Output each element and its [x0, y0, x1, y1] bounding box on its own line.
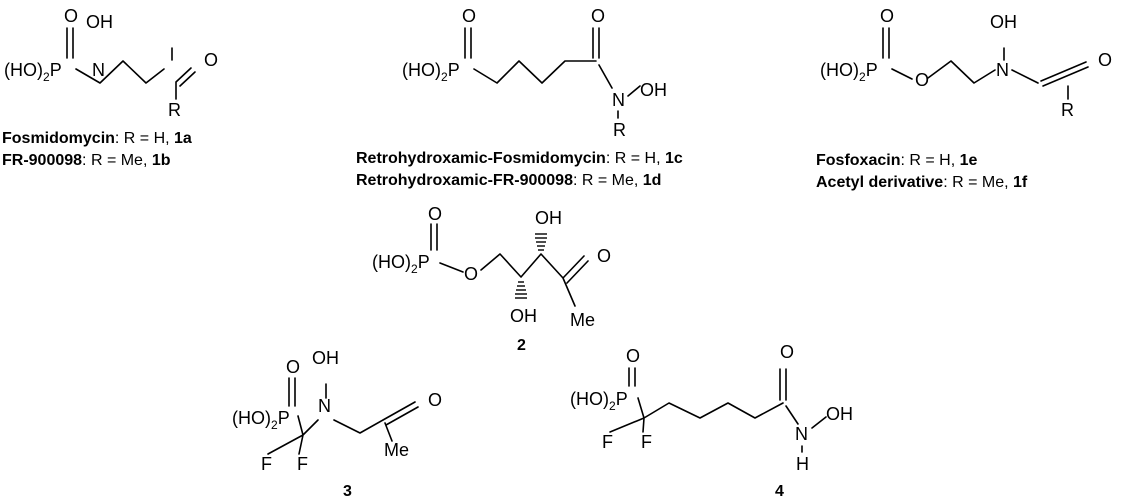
- bond-lines: [609, 367, 827, 453]
- ho-group: (HO)2P: [820, 60, 878, 84]
- carbonyl-oxygen: O: [204, 50, 218, 70]
- carbonyl-oxygen: O: [1098, 50, 1112, 70]
- carbonyl-oxygen: O: [780, 342, 794, 362]
- structure-2: (HO)2P O O OH O OH Me 2: [372, 204, 611, 354]
- methyl-group: Me: [384, 440, 409, 460]
- carbonyl-oxygen: O: [591, 6, 605, 26]
- bond-lines: [267, 377, 419, 455]
- structure-1a-1b: (HO)2P O OH N O R Fosmidomycin: R = H, 1…: [2, 6, 218, 169]
- n-hydroxy: OH: [990, 12, 1017, 32]
- r-group: R: [1061, 100, 1074, 120]
- fluorine-2: F: [641, 432, 652, 452]
- bond-lines: [882, 27, 1089, 100]
- nitrogen: N: [795, 424, 808, 444]
- caption-1e: Fosfoxacin: R = H, 1e: [816, 152, 977, 169]
- bond-lines: [430, 223, 589, 307]
- ho-group: (HO)2P: [402, 60, 460, 84]
- stereo-hash-bonds: [515, 233, 547, 299]
- caption-1d: Retrohydroxamic-FR-900098: R = Me, 1d: [356, 172, 661, 189]
- compound-number-3: 3: [343, 483, 352, 500]
- methyl-group: Me: [570, 310, 595, 330]
- amide-hydrogen: H: [796, 454, 809, 474]
- caption-1c: Retrohydroxamic-Fosmidomycin: R = H, 1c: [356, 150, 683, 167]
- ester-oxygen: O: [464, 264, 478, 284]
- ester-oxygen: O: [915, 70, 929, 90]
- oxo-oxygen: O: [880, 6, 894, 26]
- r-group: R: [613, 120, 626, 140]
- ho-group: (HO)2P: [570, 389, 628, 413]
- nitrogen: N: [612, 90, 625, 110]
- compound-number-2: 2: [517, 337, 526, 354]
- fluorine-1: F: [261, 454, 272, 474]
- oxo-oxygen: O: [428, 204, 442, 224]
- nitrogen: N: [92, 60, 105, 80]
- bond-lines: [464, 27, 641, 119]
- caption-1b: FR-900098: R = Me, 1b: [2, 152, 171, 169]
- structure-1c-1d: (HO)2P O O N OH R Retrohydroxamic-Fosmid…: [356, 6, 683, 189]
- ho-group: (HO)2P: [372, 252, 430, 276]
- caption-1f: Acetyl derivative: R = Me, 1f: [816, 174, 1028, 191]
- structure-4: (HO)2P O O N OH H F F 4: [570, 342, 853, 500]
- structure-3: (HO)2P O OH N O Me F F 3: [232, 348, 442, 500]
- n-hydroxy: OH: [640, 80, 667, 100]
- r-group: R: [168, 100, 181, 120]
- bond-lines: [66, 27, 196, 100]
- nitrogen: N: [996, 60, 1009, 80]
- n-hydroxy: OH: [826, 404, 853, 424]
- compound-number-4: 4: [775, 483, 784, 500]
- ho-group: (HO)2P: [4, 60, 62, 84]
- structure-1e-1f: (HO)2P O O OH N O R Fosfoxacin: R = H, 1…: [816, 6, 1112, 191]
- n-hydroxy: OH: [86, 12, 113, 32]
- fluorine-2: F: [297, 454, 308, 474]
- caption-1a: Fosmidomycin: R = H, 1a: [2, 130, 192, 147]
- carbonyl-oxygen: O: [428, 390, 442, 410]
- ketone-oxygen: O: [597, 246, 611, 266]
- fluorine-1: F: [602, 432, 613, 452]
- hydroxyl-bottom: OH: [510, 306, 537, 326]
- nitrogen: N: [318, 396, 331, 416]
- n-hydroxy: OH: [312, 348, 339, 368]
- oxo-oxygen: O: [462, 6, 476, 26]
- oxo-oxygen: O: [286, 357, 300, 377]
- hydroxyl-top: OH: [535, 208, 562, 228]
- ho-group: (HO)2P: [232, 408, 290, 432]
- oxo-oxygen: O: [626, 346, 640, 366]
- oxo-oxygen: O: [64, 6, 78, 26]
